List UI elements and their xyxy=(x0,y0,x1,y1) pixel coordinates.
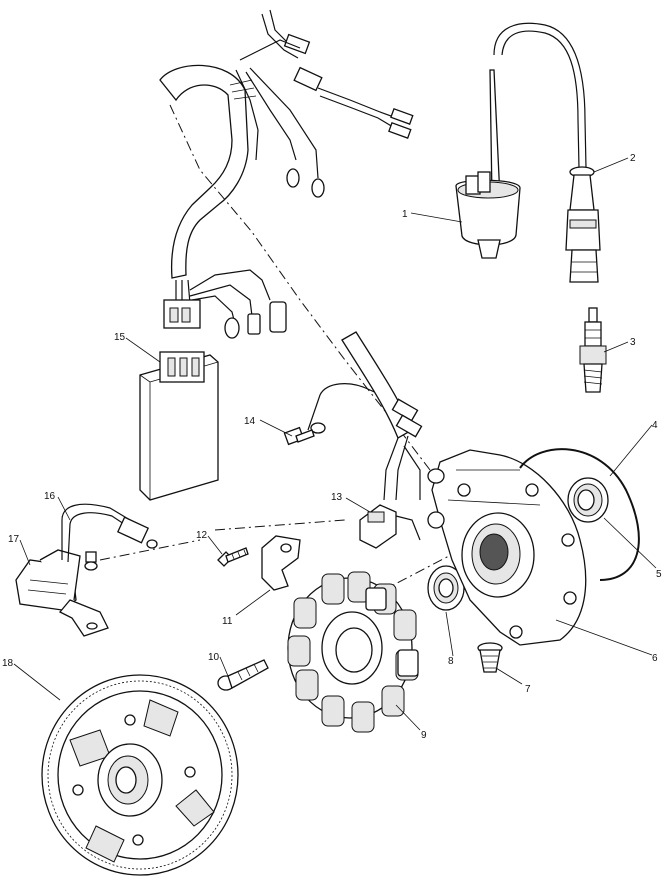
callout-8: 8 xyxy=(448,656,454,667)
callout-12: 12 xyxy=(196,530,208,541)
stator xyxy=(287,571,419,733)
callout-11: 11 xyxy=(222,616,233,627)
flywheel xyxy=(41,674,239,876)
callout-14: 14 xyxy=(244,416,256,427)
assembly-axis-line-3 xyxy=(99,539,201,561)
trigger-coil xyxy=(359,504,421,549)
o-ring xyxy=(519,448,640,581)
wiring-harness xyxy=(159,9,414,339)
clamp-screw xyxy=(217,547,249,567)
bearing xyxy=(567,477,609,523)
callout-labels: 1 2 3 4 5 6 7 8 9 10 11 12 13 14 15 16 1… xyxy=(2,153,662,741)
spark-plug-cap xyxy=(493,22,601,283)
spark-plug xyxy=(579,307,607,393)
cdi-module xyxy=(139,351,219,501)
callout-5: 5 xyxy=(656,569,662,580)
ground-screw xyxy=(283,383,393,446)
wire-clamp xyxy=(261,535,301,591)
callout-3: 3 xyxy=(630,337,636,348)
callout-10: 10 xyxy=(208,652,220,663)
ignition-coil xyxy=(455,69,521,259)
callout-9: 9 xyxy=(421,730,427,741)
voltage-regulator xyxy=(15,549,109,637)
stator-screw xyxy=(217,659,269,691)
stator-lead xyxy=(341,331,423,501)
callout-7: 7 xyxy=(525,684,531,695)
callout-1: 1 xyxy=(402,209,408,220)
oil-seal xyxy=(427,565,465,611)
magneto-housing xyxy=(427,449,587,646)
callout-16: 16 xyxy=(44,491,56,502)
callout-17: 17 xyxy=(8,534,20,545)
callout-4: 4 xyxy=(652,420,658,431)
callout-18: 18 xyxy=(2,658,14,669)
callout-6: 6 xyxy=(652,653,658,664)
callout-15: 15 xyxy=(114,332,126,343)
housing-bolt xyxy=(477,642,503,673)
leader-lines xyxy=(13,157,657,731)
callout-13: 13 xyxy=(331,492,343,503)
voltage-regulator-wiring xyxy=(61,503,158,571)
callout-2: 2 xyxy=(630,153,636,164)
